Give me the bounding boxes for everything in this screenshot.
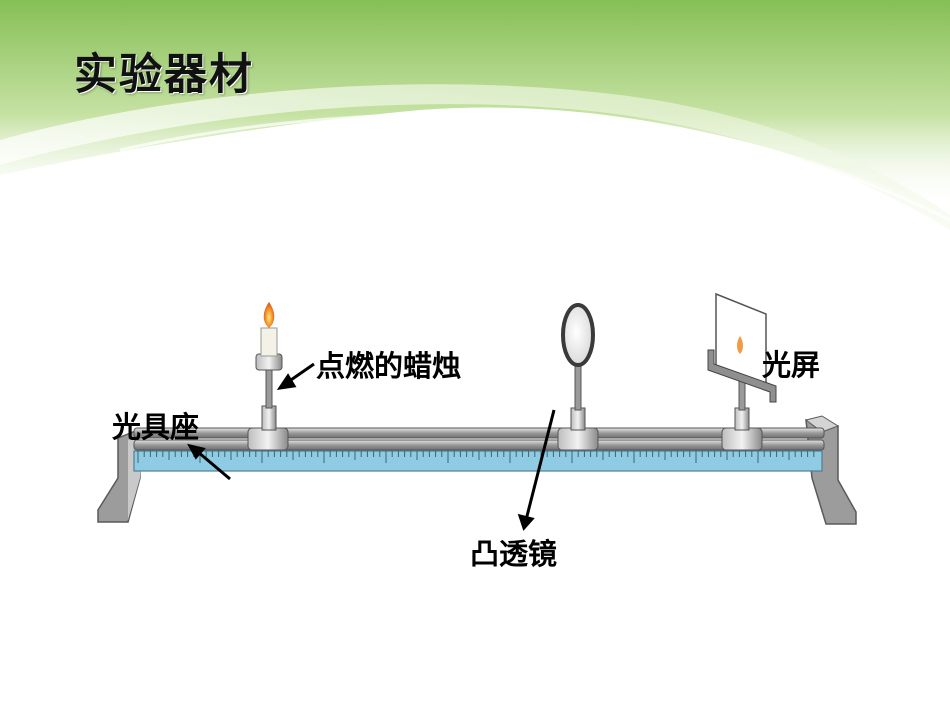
candle-assembly bbox=[247, 302, 289, 451]
optical-bench bbox=[97, 415, 857, 525]
arrow-candle bbox=[287, 362, 315, 384]
convex-lens bbox=[561, 303, 595, 367]
flame-icon bbox=[263, 302, 275, 328]
label-light-screen: 光屏 bbox=[762, 348, 821, 382]
screen-assembly bbox=[707, 292, 777, 451]
label-lit-candle: 点燃的蜡烛 bbox=[316, 349, 462, 383]
arrow-lens bbox=[524, 409, 556, 521]
pointer-arrows bbox=[187, 362, 556, 531]
screen-image-icon bbox=[737, 336, 743, 354]
page-title: 实验器材 bbox=[74, 50, 254, 100]
label-convex-lens: 凸透镜 bbox=[470, 537, 558, 571]
lens-assembly bbox=[557, 303, 599, 451]
arrow-bench bbox=[197, 450, 231, 481]
header-background bbox=[0, 0, 950, 230]
label-optical-bench: 光具座 bbox=[112, 410, 200, 444]
